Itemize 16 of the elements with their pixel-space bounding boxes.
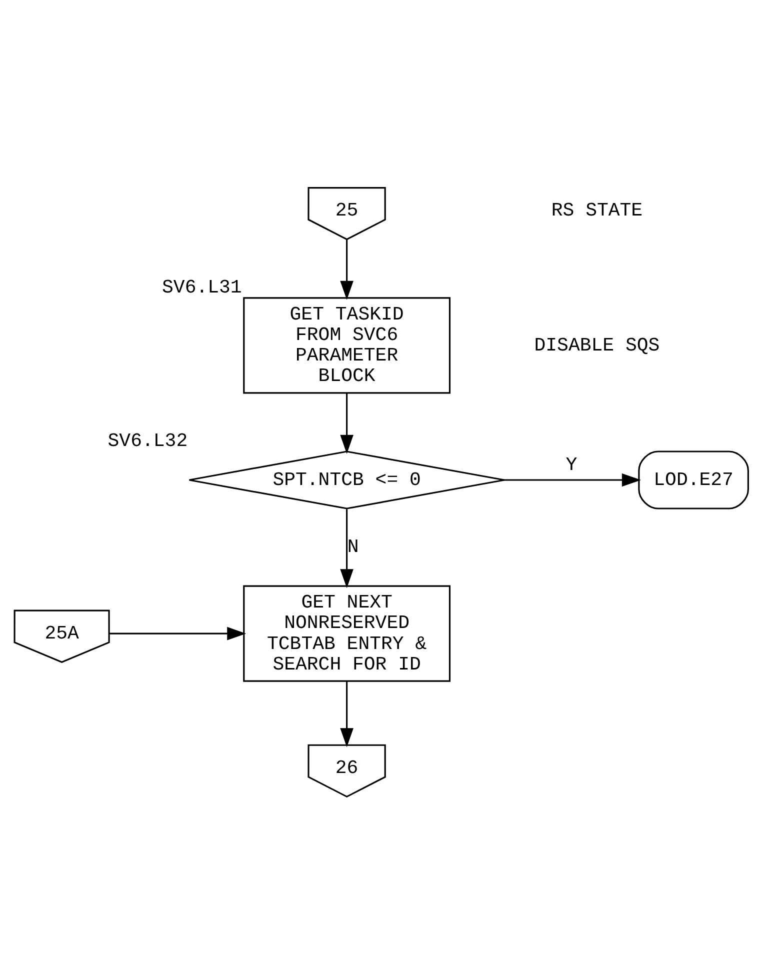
arrow	[340, 508, 354, 588]
label: DISABLE SQS	[534, 334, 660, 356]
arrow	[340, 680, 354, 747]
node-box: GET TASKID FROM SVC6 PARAMETER BLOCK	[243, 296, 451, 394]
label: RS STATE	[551, 199, 643, 222]
edge-label: N	[347, 536, 359, 558]
node-label: SV6.L32	[108, 430, 188, 452]
node-box: LOD.E27	[638, 450, 749, 509]
arrow	[340, 392, 354, 454]
node-box: GET NEXT NONRESERVED TCBTAB ENTRY & SEARCH FOR ID	[243, 584, 451, 682]
edge-label: Y	[566, 453, 578, 476]
arrow	[504, 472, 641, 486]
arrow	[109, 626, 246, 640]
arrow	[340, 239, 354, 300]
node-label: SV6.L31	[162, 276, 242, 298]
node-diamond: SPT.NTCB <= 0	[188, 450, 506, 509]
